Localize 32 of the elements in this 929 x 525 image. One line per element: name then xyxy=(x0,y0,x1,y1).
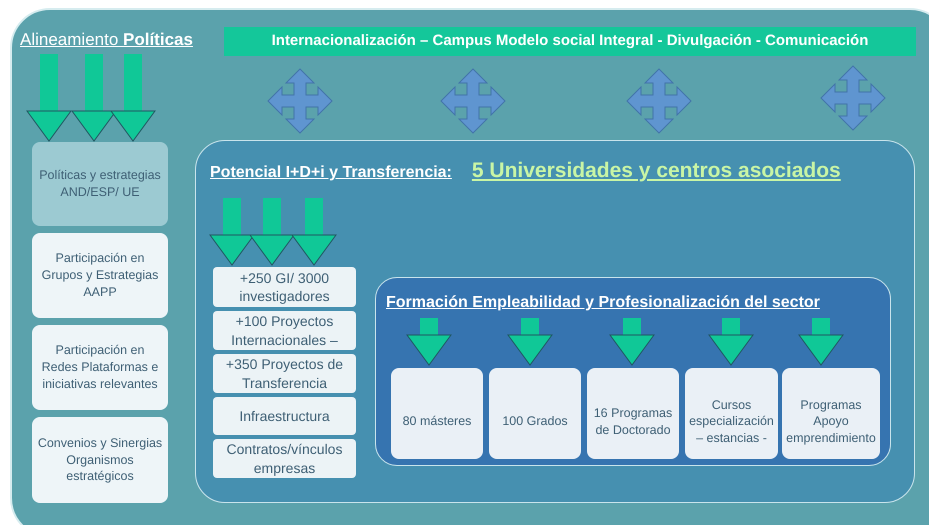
policy-card: Participación en Redes Plataformas e iniciativas relevantes xyxy=(32,325,168,410)
panel-heading: Potencial I+D+i y Transferencia: xyxy=(210,163,452,183)
training-panel xyxy=(375,277,891,466)
block-arrow xyxy=(406,318,452,366)
block-arrow xyxy=(110,54,156,142)
program-card: Cursos especialización – estancias - xyxy=(685,368,778,459)
program-card: Programas Apoyo emprendimiento xyxy=(782,368,880,459)
block-arrow xyxy=(508,318,552,366)
section-heading: Alineamiento Políticas xyxy=(20,29,210,54)
policy-card: Participación en Grupos y Estrategias AAPP xyxy=(32,233,168,318)
stat-card: Contratos/vínculos empresas xyxy=(213,439,356,478)
panel-heading: Formación Empleabilidad y Profesionalización del sector xyxy=(386,294,820,311)
stat-card: +100 Proyectos Internacionales – xyxy=(213,311,356,350)
stat-card: Infraestructura xyxy=(213,397,356,435)
block-arrow xyxy=(26,54,72,142)
program-card: 80 másteres xyxy=(391,368,483,459)
block-arrow xyxy=(798,318,844,366)
stat-card: +350 Proyectos de Transferencia xyxy=(213,354,356,393)
program-card: 16 Programas de Doctorado xyxy=(587,368,679,459)
research-panel xyxy=(195,140,915,503)
block-arrow xyxy=(292,198,336,266)
policy-card: Convenios y Sinergias Organismos estratégicos xyxy=(32,417,168,503)
highlight-heading: 5 Universidades y centros asociados xyxy=(472,158,841,184)
policy-card: Políticas y estrategias AND/ESP/ UE xyxy=(32,142,168,226)
block-arrow xyxy=(708,318,754,366)
block-arrow xyxy=(72,54,116,142)
block-arrow xyxy=(250,198,294,266)
block-arrow xyxy=(610,318,654,366)
block-arrow xyxy=(210,198,254,266)
stat-card: +250 GI/ 3000 investigadores xyxy=(213,267,356,307)
program-card: 100 Grados xyxy=(489,368,581,459)
topic-banner: Internacionalización – Campus Modelo social Integral - Divulgación - Comunicación xyxy=(224,27,916,56)
